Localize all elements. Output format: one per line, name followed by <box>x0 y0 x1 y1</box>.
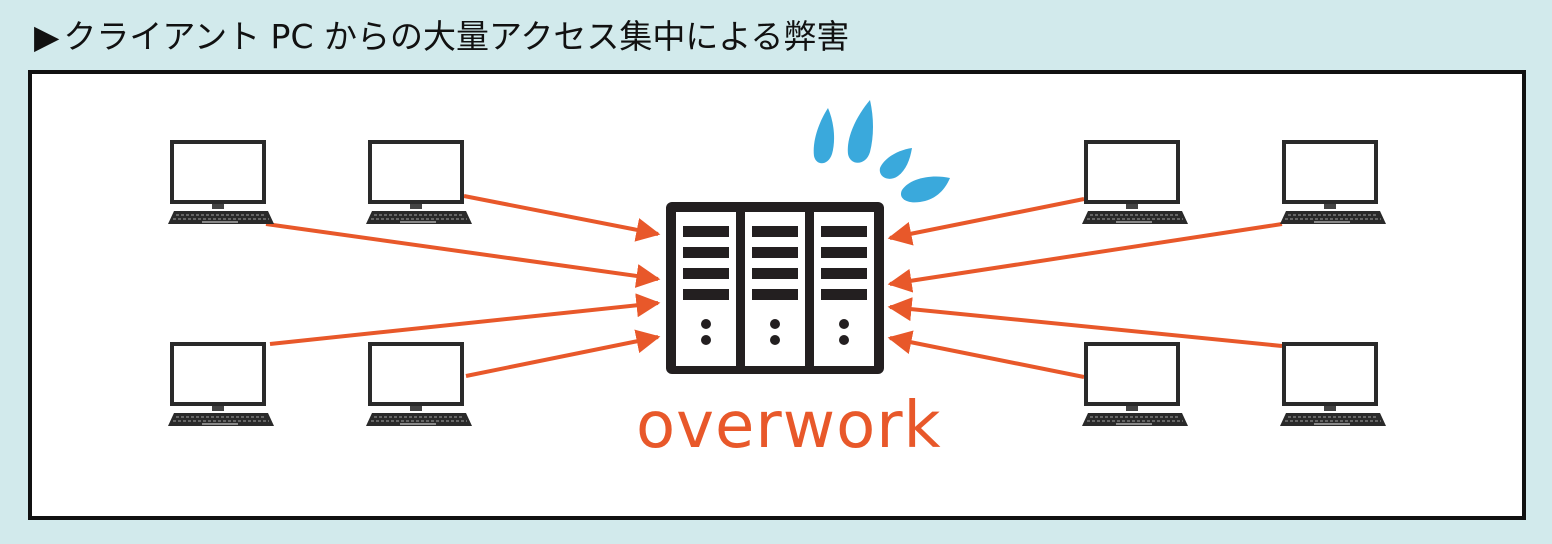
desktop-pc-icon <box>365 341 473 427</box>
sweat-drops-icon <box>813 100 950 203</box>
arrow-pc-top-right-outer <box>887 222 1283 293</box>
arrow-pc-top-left-inner <box>463 194 661 242</box>
title-marker: ▶ <box>34 17 60 56</box>
arrow-pc-bottom-right-outer <box>887 297 1283 348</box>
arrow-pc-bottom-right-inner <box>887 330 1085 379</box>
desktop-pc-icon <box>1279 139 1387 225</box>
desktop-pc-icon <box>365 139 473 225</box>
connection-arrows-right <box>887 197 1283 379</box>
server-rack-icon <box>666 202 884 374</box>
desktop-pc-icon <box>1279 341 1387 427</box>
overwork-label: overwork <box>636 389 942 463</box>
desktop-pc-icon <box>167 139 275 225</box>
desktop-pc-icon <box>167 341 275 427</box>
arrow-pc-bottom-left-inner <box>465 329 661 378</box>
desktop-pc-icon <box>1081 139 1189 225</box>
diagram-title: ▶クライアント PC からの大量アクセス集中による弊害 <box>34 14 849 60</box>
network-diagram <box>167 100 1387 427</box>
diagram-frame: overwork <box>28 70 1526 520</box>
title-text: クライアント PC からの大量アクセス集中による弊害 <box>63 17 850 56</box>
desktop-pc-icon <box>1081 341 1189 427</box>
arrow-pc-top-right-inner <box>887 197 1085 246</box>
arrow-pc-bottom-left-outer <box>269 293 661 346</box>
arrow-pc-top-left-outer <box>265 222 661 288</box>
connection-arrows-left <box>265 194 661 378</box>
